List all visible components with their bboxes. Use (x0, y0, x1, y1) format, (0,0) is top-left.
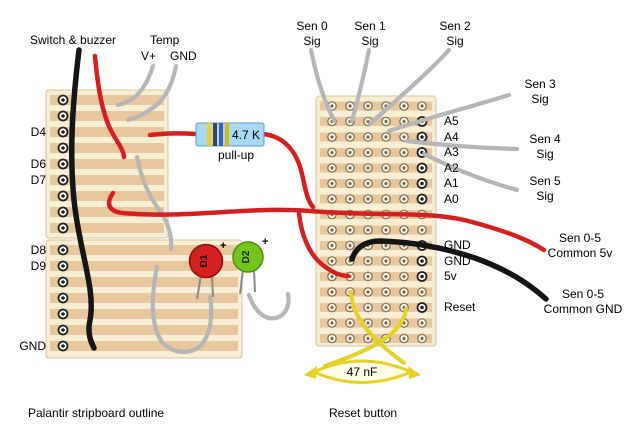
wire-sen5 (421, 151, 520, 193)
label-sen0-name: Sen 0 (296, 19, 328, 33)
gray-wires (115, 47, 520, 354)
label-switch-buzzer: Switch & buzzer (30, 33, 117, 47)
reset-circuit (304, 290, 421, 384)
right-board (315, 95, 437, 347)
pin-label-d7: D7 (30, 173, 46, 187)
label-sen2-name: Sen 2 (439, 19, 471, 33)
label-common-5v: Sen 0-5 Common 5v (541, 231, 619, 261)
reset-caption: Reset button (329, 406, 398, 420)
label-sen2-sig: Sig (446, 34, 464, 48)
label-sen2: Sen 2 Sig (432, 19, 478, 49)
label-sen5-name: Sen 5 (529, 174, 561, 188)
wire-yellow-2 (323, 307, 408, 368)
capacitor-tip-right (408, 366, 421, 379)
label-sen5: Sen 5 Sig (522, 174, 568, 204)
label-common-5v-name: Sen 0-5 (558, 231, 602, 245)
label-temp: Temp (150, 33, 180, 47)
wire-sen2 (367, 47, 452, 127)
pin-label-d6: D6 (30, 157, 46, 171)
wire-gray-hook (246, 291, 291, 321)
wire-gray-uloop (150, 264, 214, 354)
pin-label-gnd-1: GND (444, 238, 471, 252)
label-sen4: Sen 4 Sig (522, 132, 568, 162)
wire-common-gnd (349, 238, 549, 302)
resistor (195, 122, 265, 147)
label-sen3: Sen 3 Sig (517, 77, 563, 107)
wire-sen0 (308, 47, 337, 123)
pin-label-gnd-left: GND (19, 339, 46, 353)
led-d1-polarity: + (220, 240, 227, 252)
wire-gray-mid (134, 154, 174, 252)
pin-label-a5: A5 (444, 114, 459, 128)
label-temp-vplus: V+ (141, 49, 157, 63)
led-d1-label: D1 (199, 254, 210, 268)
label-sen3-sig: Sig (531, 92, 549, 106)
label-temp-gnd: GND (170, 49, 197, 63)
label-sen4-name: Sen 4 (529, 132, 561, 146)
wire-sen4 (404, 138, 520, 152)
pin-label-a3: A3 (444, 145, 459, 159)
pin-label-d4: D4 (30, 125, 46, 139)
pin-label-a2: A2 (444, 161, 459, 175)
black-wires (68, 47, 549, 351)
wire-yellow-1 (349, 290, 406, 365)
label-sen1-sig: Sig (361, 34, 379, 48)
wire-red-top (92, 53, 127, 160)
resistor-caption: pull-up (217, 148, 255, 162)
red-wires (92, 53, 547, 279)
resistor-value: 4.7 K (231, 128, 261, 142)
pin-label-gnd-2: GND (444, 254, 471, 268)
pin-label-reset: Reset (444, 300, 476, 314)
label-common-gnd-sub: Common GND (543, 302, 623, 316)
pin-label-a0: A0 (444, 192, 459, 206)
pin-label-5v: 5v (444, 269, 457, 283)
label-sen0-sig: Sig (303, 34, 321, 48)
wire-temp-gnd (125, 63, 179, 123)
label-sen3-name: Sen 3 (524, 77, 556, 91)
label-sen1-name: Sen 1 (354, 19, 386, 33)
wire-sen1 (349, 47, 372, 124)
label-sen1: Sen 1 Sig (347, 19, 393, 49)
wire-red-5v-branch (296, 210, 351, 279)
wire-resistor-left-lead (147, 131, 199, 138)
pin-label-a1: A1 (444, 176, 459, 190)
capacitor-value: 47 nF (346, 365, 378, 379)
pin-label-d9: D9 (30, 259, 46, 273)
capacitor-tip-left (304, 366, 317, 379)
led-d2-polarity: + (262, 236, 269, 248)
label-sen0: Sen 0 Sig (289, 19, 335, 49)
diagram-title: Palantir stripboard outline (28, 406, 165, 420)
label-sen4-sig: Sig (536, 147, 554, 161)
wire-sen3 (386, 92, 512, 134)
wire-red-run (106, 190, 547, 253)
pin-label-a4: A4 (444, 130, 459, 144)
wire-switch-buzzer (68, 47, 97, 351)
label-common-5v-sub: Common 5v (547, 246, 613, 260)
label-common-gnd: Sen 0-5 Common GND (541, 287, 625, 317)
pin-label-d8: D8 (30, 243, 46, 257)
label-common-gnd-name: Sen 0-5 (561, 287, 605, 301)
label-sen5-sig: Sig (536, 189, 554, 203)
led-d1 (188, 243, 224, 300)
led-d2 (232, 241, 264, 295)
wire-temp-vplus (115, 63, 156, 108)
wire-resistor-right-lead (261, 131, 316, 210)
led-d2-label: D2 (241, 250, 252, 264)
